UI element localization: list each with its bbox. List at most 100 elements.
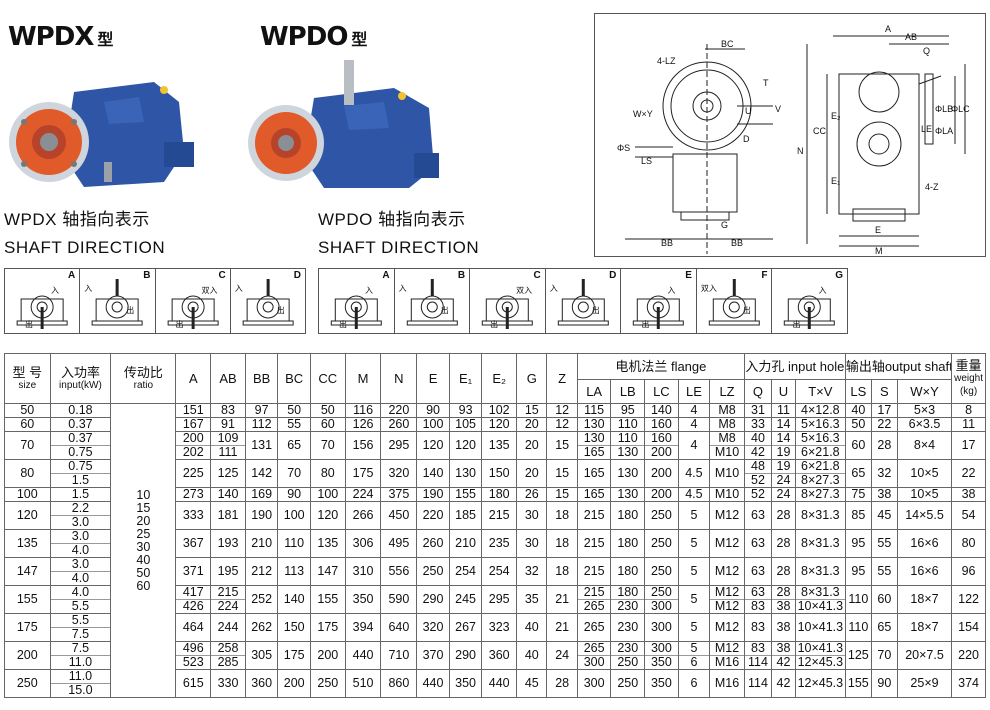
table-cell: 114 [743,669,773,698]
table-cell: 75 [844,487,872,502]
table-cell: 225 [175,459,212,488]
direction-letter: B [457,270,466,281]
table-cell: 90 [277,487,311,502]
table-cell: 31 [743,403,773,418]
weight-cell: 374 [951,669,986,698]
table-cell: 175 [344,459,382,488]
table-cell: 323 [481,613,518,642]
table-cell: 5 [677,529,711,558]
table-cell: 295 [481,585,518,614]
direction-out-label: 出 [591,306,600,315]
table-cell: 167 [175,417,212,432]
table-cell: 135 [481,431,518,460]
label-e1: E₁ [831,176,840,186]
table-cell: 210 [448,529,483,558]
table-cell: 200 [277,669,311,698]
label-m: M [875,246,883,256]
table-cell: 190 [244,501,279,530]
table-cell: 102 [481,403,518,418]
label-4z: 4-Z [925,182,939,192]
label-u: U [745,106,752,116]
col-q: Q [743,379,773,404]
label-v: V [775,104,781,114]
table-cell: 28 [771,557,796,586]
table-cell: 4.5 [677,459,711,488]
table-cell: 165 [576,487,612,502]
table-cell: 350 [344,585,382,614]
table-cell: 130 [610,487,646,502]
direction-letter: B [143,270,151,281]
label-d: D [743,134,750,144]
table-cell: 350 [448,669,483,698]
table-cell: 215 [576,529,612,558]
table-cell: 235 [481,529,518,558]
table-cell: 150 [277,613,311,642]
table-cell: 320 [416,613,450,642]
table-cell: 18×7 [896,585,953,614]
table-cell: 120 [481,417,518,432]
table-cell: 21 [546,585,578,614]
table-cell: 60 [844,431,872,460]
table-cell: 250 [309,669,346,698]
table-cell: 640 [380,613,418,642]
table-cell: M16 [709,669,745,698]
col-group-hole: 入力孔 input hole [743,353,846,380]
col-bb: BB [244,353,279,404]
table-cell: 65 [870,613,898,642]
table-cell: 5 [677,557,711,586]
table-cell: 250 [610,669,646,698]
table-cell: 495 [380,529,418,558]
table-cell: 50 [277,403,311,418]
direction-out-label: 出 [792,320,801,329]
col-ls: LS [844,379,872,404]
gearbox-outline-icon [708,279,760,326]
wpdx-direction-caption: WPDX 轴指向表示 SHAFT DIRECTION [4,210,166,257]
table-cell: 333 [175,501,212,530]
table-cell: 260 [380,417,418,432]
table-cell: 330 [210,669,246,698]
table-cell: 65 [277,431,311,460]
table-cell: 100 [309,487,346,502]
direction-out-label: 出 [641,320,650,329]
table-cell: 200 [309,641,346,670]
label-bb2: BB [731,238,743,248]
table-cell: 220 [416,501,450,530]
power-cell: 0.37 [49,417,112,432]
table-cell: 130 [448,459,483,488]
table-cell: 83 [210,403,246,418]
col-lb: LB [610,379,646,404]
table-cell: 135 [309,529,346,558]
table-cell: 20 [516,431,548,460]
table-cell: 215 [576,501,612,530]
col-le: LE [677,379,711,404]
table-cell: 193 [210,529,246,558]
col-group-flange: 电机法兰 flange [576,353,745,380]
direction-in-label: 入 [549,284,558,293]
direction-letter: E [685,270,692,281]
direction-in-label: 入 [667,286,676,295]
